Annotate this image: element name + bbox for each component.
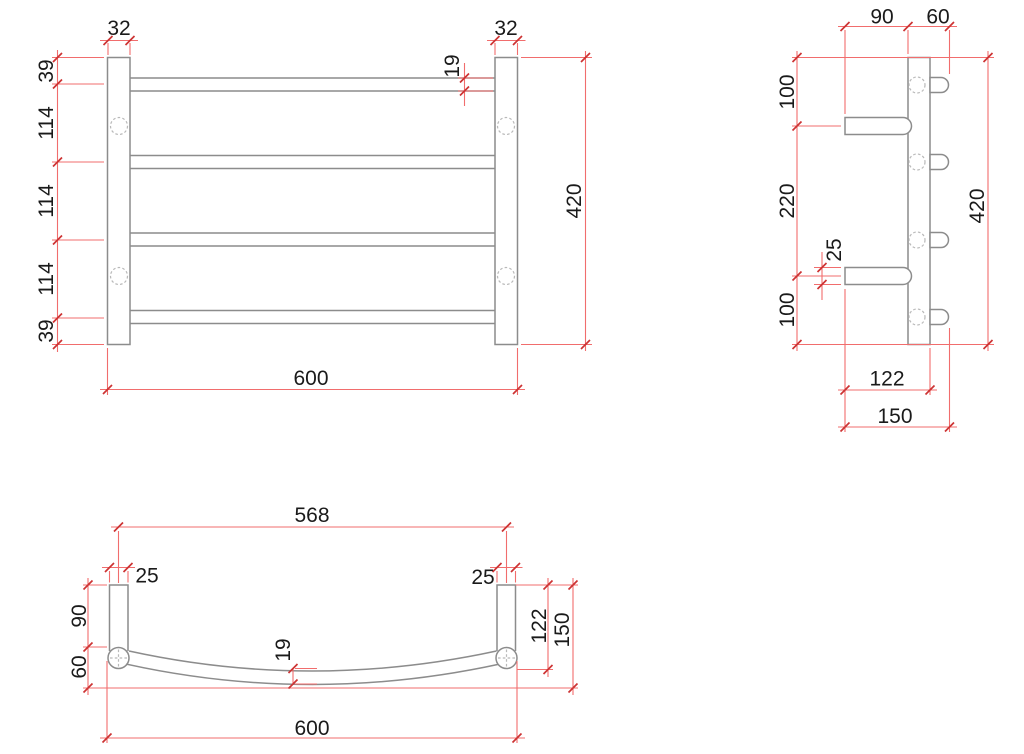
curved-bar-top [128, 650, 497, 672]
plan-dimension-labels: 568 25 25 90 60 19 122 150 600 [68, 504, 574, 740]
rails [130, 77, 495, 325]
bar-wall-stems [108, 584, 517, 651]
side-hidden-rails [908, 76, 926, 326]
front-hidden-holes [109, 116, 516, 286]
wall-brackets [929, 76, 950, 326]
rail-section-2 [908, 153, 926, 171]
dim-bar-span: 568 [294, 504, 329, 527]
rail-section-1 [908, 76, 926, 94]
side-part-outlines [844, 56, 950, 346]
plan-dimension-lines [83, 526, 578, 743]
dim-tube-width-left: 25 [135, 565, 158, 588]
dim-tube-width-right: 25 [471, 566, 494, 589]
front-dimension-labels: 32 32 39 114 114 114 39 19 420 600 [35, 17, 586, 390]
dim-wall-offset: 60 [926, 6, 949, 29]
dim-overall-height-side: 420 [966, 188, 989, 223]
plan-dimension-ticks [82, 521, 579, 744]
side-dimension-lines [792, 25, 994, 432]
tick-marks-plan [82, 521, 579, 744]
dim-depth-to-post: 122 [869, 368, 904, 391]
dim-depth-to-bend: 122 [528, 608, 551, 643]
dim-lines-side [792, 25, 994, 432]
front-dimension-lines [52, 39, 592, 395]
post-left [106, 56, 131, 346]
dim-post-width-left: 32 [107, 17, 130, 40]
side-dimension-labels: 90 60 100 220 100 25 420 122 150 [776, 6, 989, 429]
dim-post-width-right: 32 [494, 17, 517, 40]
rail-section-3 [908, 231, 926, 249]
bar-socket-top-left [109, 116, 129, 136]
side-dimension-ticks [791, 21, 994, 433]
dim-lines-front [52, 39, 592, 395]
plan-view: 568 25 25 90 60 19 122 150 600 [68, 504, 579, 744]
tick-marks-front [52, 35, 591, 395]
front-view: 32 32 39 114 114 114 39 19 420 600 [35, 17, 592, 395]
dim-bar-diameter: 25 [823, 238, 846, 261]
dim-curve-projection: 60 [68, 655, 91, 678]
post-right [494, 56, 519, 346]
dim-overall-depth-plan: 150 [551, 612, 574, 647]
bend-left [107, 646, 130, 670]
dim-overall-width-plan: 600 [294, 717, 329, 740]
dim-top-to-bar: 100 [776, 74, 799, 109]
dim-straight-projection: 90 [68, 604, 91, 627]
post-profile [907, 56, 931, 346]
front-dimension-ticks [52, 35, 591, 395]
dim-rail-gap-3: 114 [35, 262, 58, 296]
dim-bar-to-bar: 220 [776, 183, 799, 218]
dim-overall-depth-side: 150 [877, 405, 912, 428]
curved-bar-profiles [844, 116, 913, 286]
dim-lines-plan [83, 526, 578, 743]
bend-right [495, 646, 518, 670]
dim-overall-width-front: 600 [293, 367, 328, 390]
dim-bar-projection: 90 [870, 6, 893, 29]
bar-socket-bottom-left [109, 266, 129, 286]
curved-bar-bottom [125, 663, 501, 686]
bar-socket-bottom-right [496, 266, 516, 286]
dim-rail-diameter: 19 [441, 54, 464, 77]
rail-section-4 [908, 308, 926, 326]
dim-bar-to-bottom: 100 [776, 292, 799, 327]
dim-band-width: 19 [272, 638, 295, 661]
dim-top-offset: 39 [35, 59, 58, 82]
dim-overall-height-front: 420 [563, 183, 586, 218]
dim-rail-gap-1: 114 [35, 106, 58, 140]
plan-part-outlines [107, 584, 518, 686]
side-view: 90 60 100 220 100 25 420 122 150 [776, 6, 994, 433]
tick-marks-side [791, 21, 994, 433]
dim-bottom-offset: 39 [35, 319, 58, 342]
front-part-outlines [106, 56, 519, 346]
dim-rail-gap-2: 114 [35, 184, 58, 218]
plan-center-marks [110, 649, 515, 667]
bar-socket-top-right [496, 116, 516, 136]
